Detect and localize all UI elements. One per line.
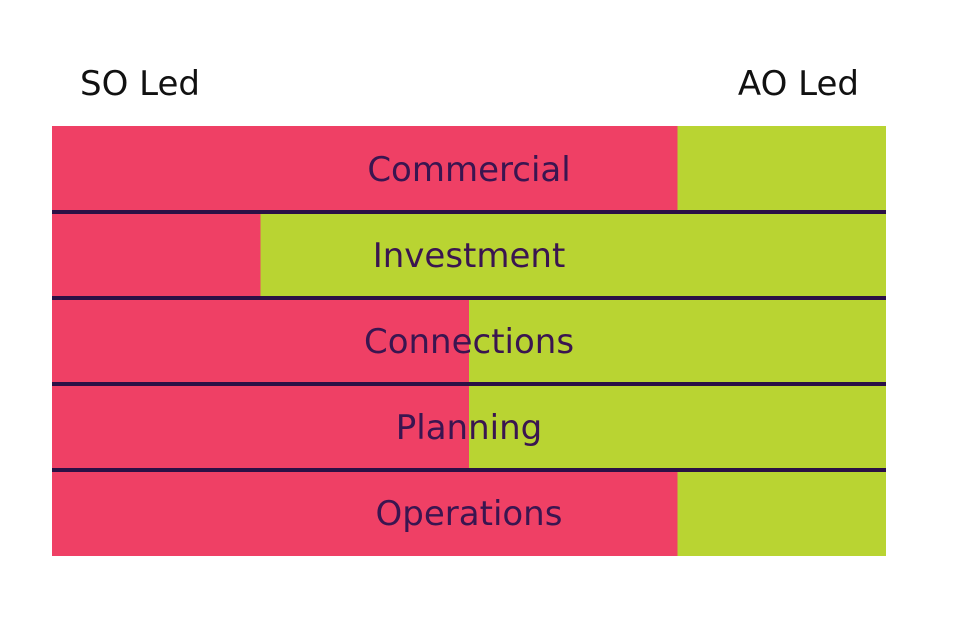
bar-segment-so-planning (52, 384, 469, 470)
bar-segment-so-commercial (52, 126, 678, 212)
bar-segment-so-connections (52, 298, 469, 384)
row-separator (52, 210, 886, 214)
category-label-connections: Connections (364, 322, 574, 362)
ao-led-label: AO Led (737, 64, 859, 104)
bar-segment-ao-investment (260, 212, 886, 298)
row-separator (52, 296, 886, 300)
category-label-commercial: Commercial (367, 150, 570, 190)
row-separator (52, 382, 886, 386)
row-separator (52, 468, 886, 472)
category-label-planning: Planning (396, 408, 542, 448)
bar-segment-so-investment (52, 212, 261, 298)
bar-segment-ao-planning (469, 384, 886, 470)
category-label-operations: Operations (376, 494, 563, 534)
bar-segment-ao-operations (677, 470, 886, 556)
bar-segment-ao-commercial (677, 126, 886, 212)
category-label-investment: Investment (373, 236, 566, 276)
bar-segment-ao-connections (469, 298, 886, 384)
so-led-label: SO Led (80, 64, 200, 104)
bar-segment-so-operations (52, 470, 678, 556)
